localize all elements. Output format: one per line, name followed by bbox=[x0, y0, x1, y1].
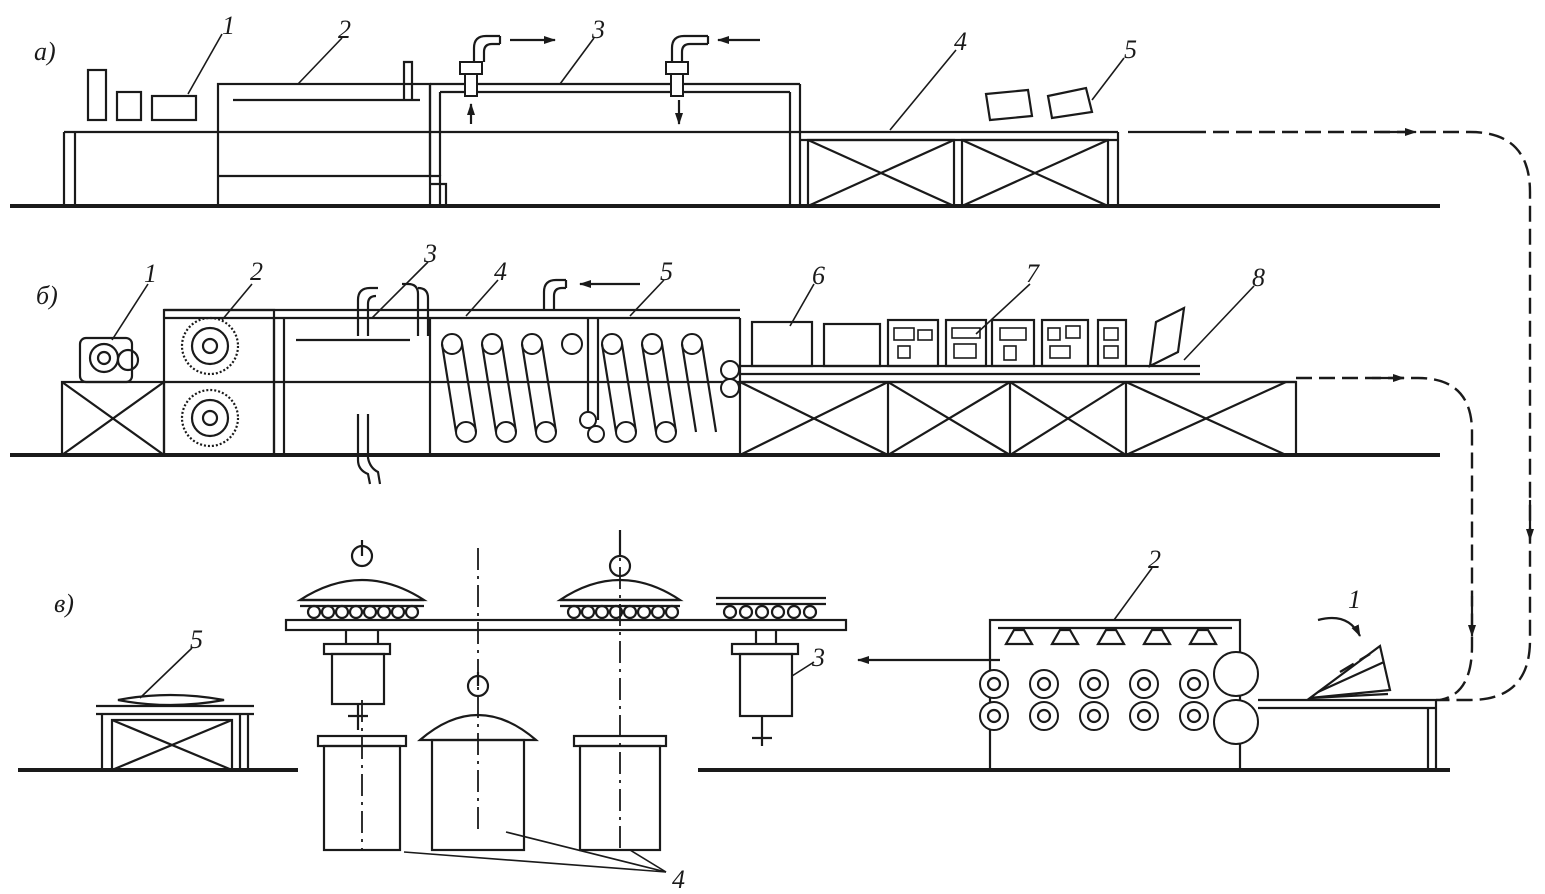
sheets-on-conveyor-b bbox=[750, 306, 1186, 368]
callout-b-8: 8 bbox=[1252, 263, 1265, 292]
callout-a-3: 3 bbox=[591, 15, 605, 44]
panel-c bbox=[18, 530, 1450, 873]
tanks-c bbox=[316, 672, 668, 873]
cutter-c bbox=[1306, 616, 1392, 700]
callout-leaders-c bbox=[139, 567, 1153, 699]
panel-tag-c: в) bbox=[54, 589, 74, 618]
callout-a-5: 5 bbox=[1124, 35, 1137, 64]
callout-c-3: 3 bbox=[811, 643, 825, 672]
roller-conveyor-a bbox=[62, 130, 800, 206]
callout-a-2: 2 bbox=[338, 15, 351, 44]
callout-c-4: 4 bbox=[672, 865, 685, 894]
washing-machine-a bbox=[216, 60, 448, 208]
callout-leaders-a bbox=[187, 33, 1125, 131]
lift-cylinder-right-c bbox=[730, 630, 800, 746]
panel-a bbox=[10, 33, 1440, 208]
callout-c-5: 5 bbox=[190, 625, 203, 654]
lift-cylinder-left-c bbox=[322, 630, 392, 730]
callout-a-1: 1 bbox=[222, 11, 235, 40]
callout-c-2: 2 bbox=[1148, 545, 1161, 574]
panel-tag-b: б) bbox=[36, 281, 58, 310]
panel-b bbox=[10, 261, 1440, 485]
callout-leaders-b bbox=[111, 261, 1255, 361]
vacuum-grip-1-c bbox=[296, 540, 428, 620]
callout-b-2: 2 bbox=[250, 257, 263, 286]
vacuum-grip-2-c bbox=[556, 530, 684, 620]
callout-b-7: 7 bbox=[1026, 259, 1040, 288]
callout-c-1: 1 bbox=[1348, 585, 1361, 614]
callout-b-5: 5 bbox=[660, 257, 673, 286]
callout-b-3: 3 bbox=[423, 239, 437, 268]
flow-connectors bbox=[1190, 128, 1534, 702]
callout-b-6: 6 bbox=[812, 261, 825, 290]
overhead-rail-c bbox=[284, 530, 848, 850]
washer-dryer-housing-b bbox=[164, 282, 742, 485]
vacuum-grip-3-c bbox=[716, 596, 826, 620]
dryer-duct-a bbox=[428, 34, 802, 206]
sheet-stack-a bbox=[86, 68, 198, 122]
inspection-conveyor-b bbox=[738, 364, 1298, 457]
exit-rollers-b bbox=[720, 360, 740, 398]
callout-b-1: 1 bbox=[144, 259, 157, 288]
festoon-dryer-b bbox=[440, 278, 718, 443]
output-table-c bbox=[96, 693, 254, 772]
callout-a-4: 4 bbox=[954, 27, 967, 56]
inspection-table-a bbox=[800, 130, 1190, 208]
sheet-feeder-b bbox=[60, 336, 166, 457]
bending-unit-c bbox=[857, 618, 1438, 772]
panel-tag-a: а) bbox=[34, 37, 56, 66]
finished-sheets-a bbox=[984, 86, 1094, 122]
labels: а) 1 2 3 4 5 б) 1 2 3 4 5 6 7 8 в) 1 2 3… bbox=[34, 11, 1361, 894]
callout-b-4: 4 bbox=[494, 257, 507, 286]
brush-machine-b bbox=[162, 308, 276, 457]
